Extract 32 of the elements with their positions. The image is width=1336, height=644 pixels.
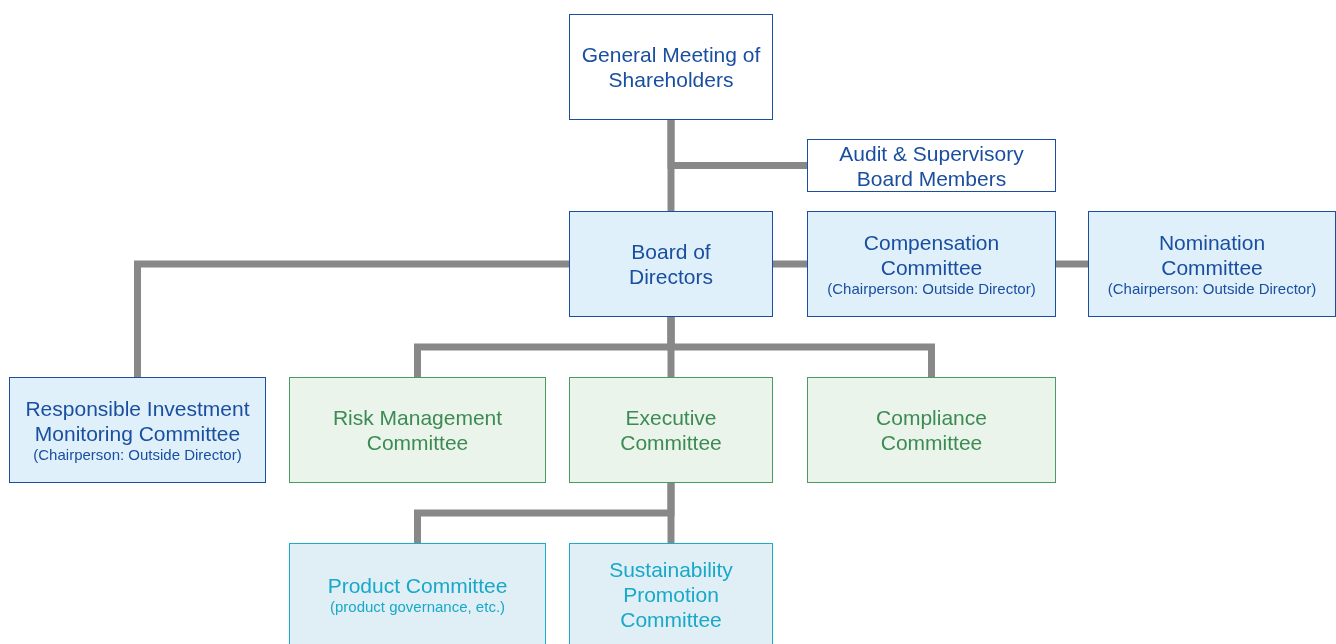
committee-name: Risk Management Committee bbox=[331, 405, 504, 455]
committee-box bbox=[807, 139, 1056, 192]
connector-line bbox=[667, 120, 807, 169]
connector-line bbox=[667, 483, 675, 543]
committee-box bbox=[569, 211, 773, 317]
committee-box bbox=[807, 377, 1056, 483]
committee-name: Compensation Committee bbox=[862, 230, 1001, 280]
committee-box bbox=[569, 14, 773, 120]
committee-name: General Meeting of Shareholders bbox=[580, 42, 762, 92]
connector-line bbox=[773, 260, 807, 268]
committee-box bbox=[289, 377, 546, 483]
committee-note: (Chairperson: Outside Director) bbox=[33, 446, 242, 464]
committee-box bbox=[9, 377, 266, 483]
connector-line bbox=[1056, 260, 1088, 268]
committee-box bbox=[807, 211, 1056, 317]
committee-name: Board of Directors bbox=[628, 239, 714, 289]
committee-name: Nomination Committee bbox=[1157, 230, 1267, 280]
committee-name: Sustainability Promotion Committee bbox=[608, 556, 734, 632]
committee-name: Product Committee bbox=[327, 572, 508, 598]
connector-line bbox=[667, 317, 935, 377]
committee-note: (Chairperson: Outside Director) bbox=[1107, 280, 1317, 298]
committee-box bbox=[569, 543, 773, 644]
committee-note: (product governance, etc.) bbox=[329, 597, 506, 616]
committee-name: Audit & Supervisory Board Members bbox=[838, 140, 1025, 191]
committee-name: Responsible Investment Monitoring Committee bbox=[24, 396, 251, 446]
committee-name: Compliance Committee bbox=[875, 405, 988, 455]
committee-note: (Chairperson: Outside Director) bbox=[827, 280, 1036, 298]
committee-box bbox=[289, 543, 546, 644]
committee-name: Executive Committee bbox=[619, 405, 723, 455]
committee-box bbox=[569, 377, 773, 483]
connector-line bbox=[134, 260, 569, 377]
committee-box bbox=[1088, 211, 1336, 317]
